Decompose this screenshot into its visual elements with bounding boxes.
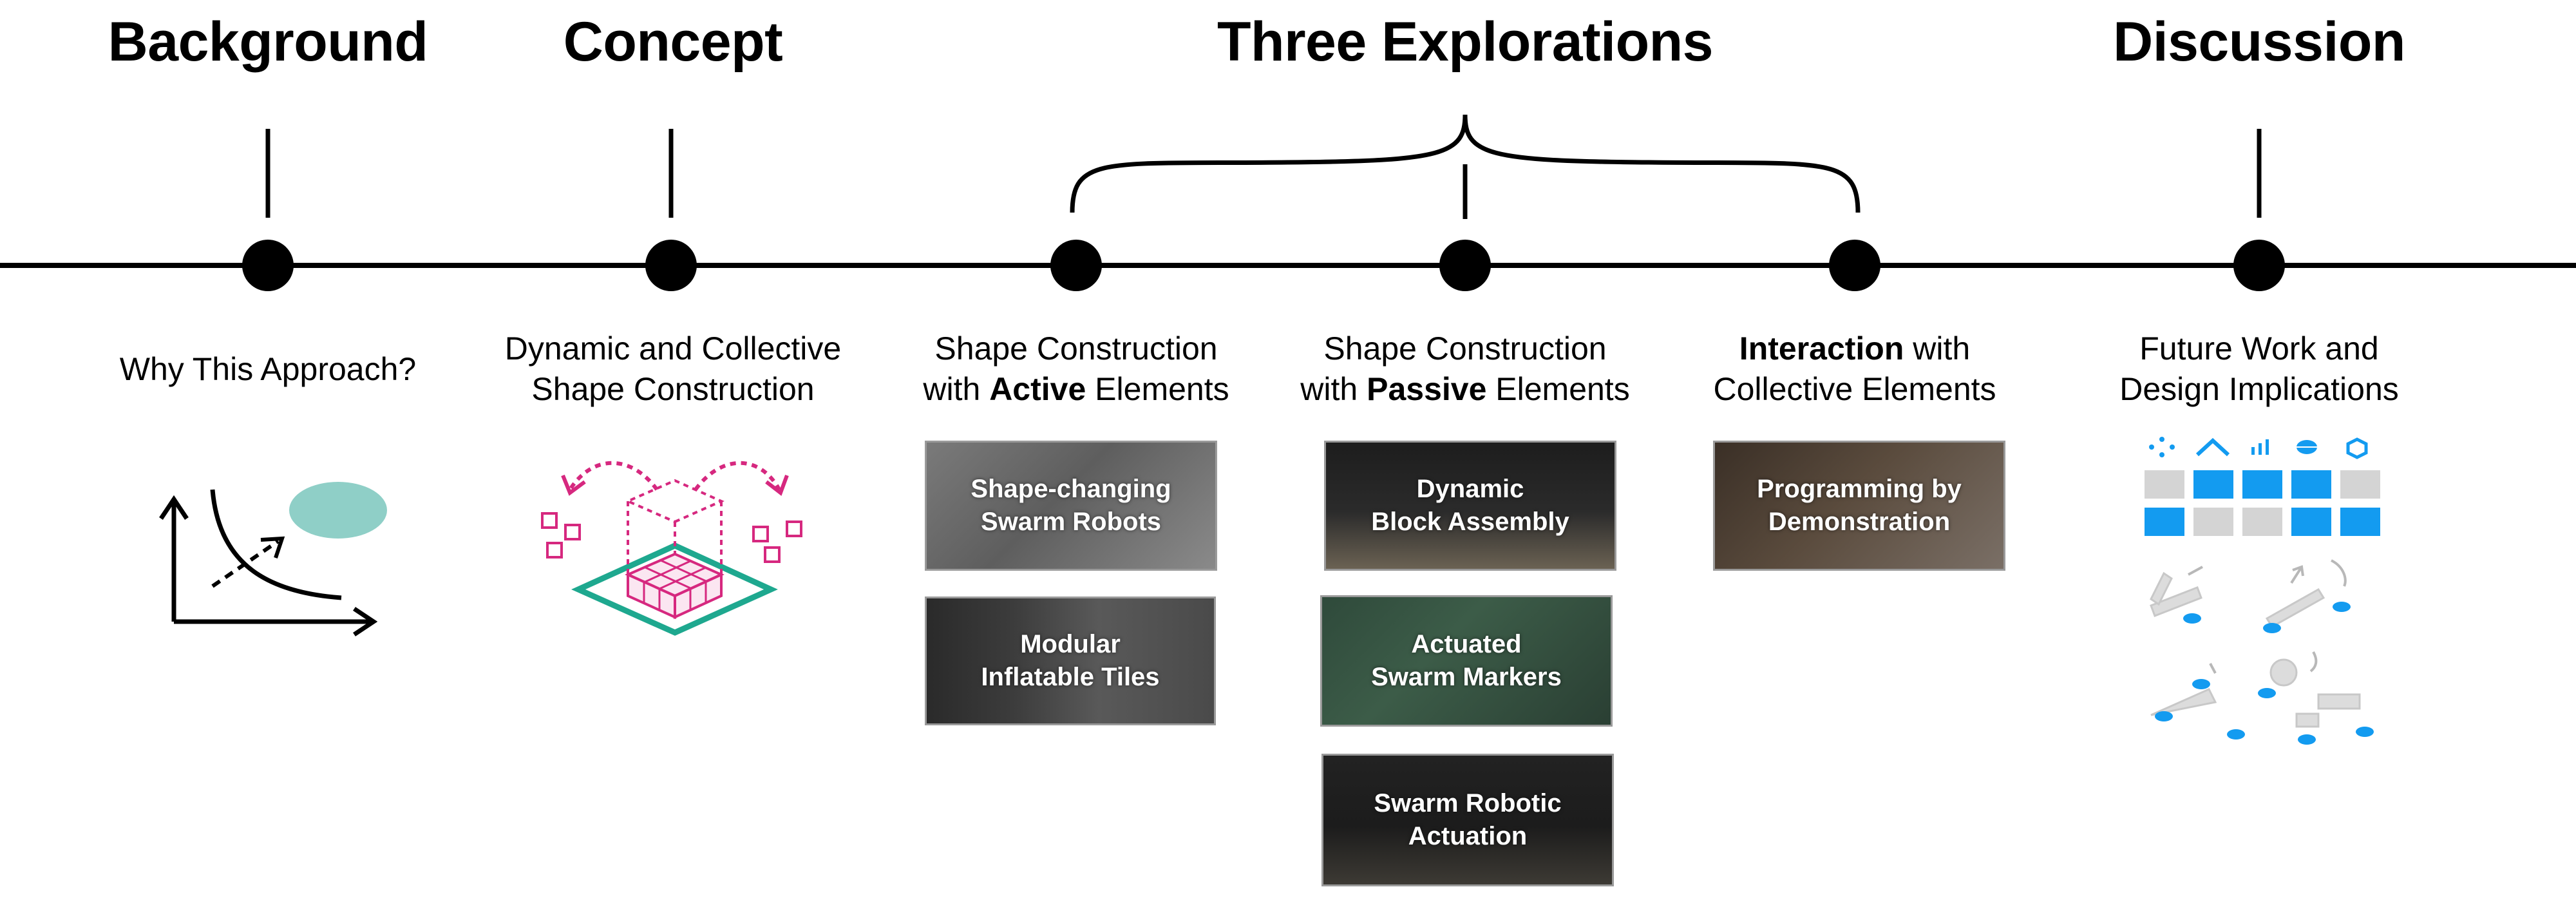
concept-caption: Dynamic and Collective Shape Constructio… [504,330,842,407]
approach-chart-icon [159,482,387,636]
passive-caption: Shape Construction with Passive Elements [1300,330,1630,407]
inflatable-tiles-card: Modular Inflatable Tiles [925,597,1216,725]
explorations-heading: Three Explorations [1217,11,1713,73]
concept-heading: Concept [563,11,783,73]
discussion-heading: Discussion [2113,11,2405,73]
robotic-actuation-card: Swarm Robotic Actuation [1321,754,1614,886]
block-assembly-card: Dynamic Block Assembly [1324,441,1616,571]
shape-construction-icon [541,461,802,636]
swarm-markers-card: Actuated Swarm Markers [1320,595,1613,727]
target-ellipse [289,482,387,539]
programming-demonstration-card: Programming by Demonstration [1713,441,2005,571]
active-caption: Shape Construction with Active Elements [923,330,1229,407]
timeline-node-background [242,240,294,291]
design-implications-icon [2145,437,2380,745]
background-heading: Background [108,11,428,73]
timeline-node-concept [645,240,697,291]
discussion-caption: Future Work and Design Implications [2119,330,2399,407]
swarm-robots-card: Shape-changing Swarm Robots [925,441,1217,571]
interaction-caption: Interaction with Collective Elements [1713,330,1996,407]
background-caption: Why This Approach? [119,351,417,387]
timeline-node-interaction [1829,240,1880,291]
explorations-brace [1070,114,1861,213]
timeline-node-active [1050,240,1102,291]
timeline-node-discussion [2233,240,2285,291]
timeline-node-passive [1439,240,1491,291]
